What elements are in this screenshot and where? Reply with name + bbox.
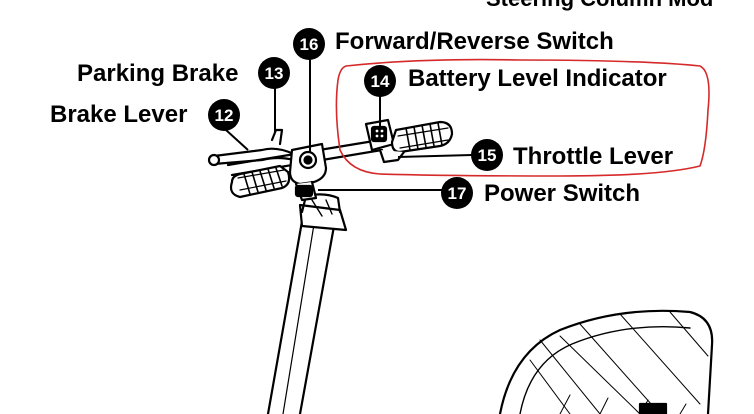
callout-14-badge xyxy=(364,65,396,97)
callout-14-number: 14 xyxy=(371,72,390,91)
steering-column xyxy=(266,208,338,414)
left-grip xyxy=(229,164,291,199)
column-collar xyxy=(298,203,348,232)
right-grip xyxy=(390,120,454,154)
highlight-loop xyxy=(335,58,710,177)
leader-lines xyxy=(225,58,473,191)
callout-14: 14 Battery Level Indicator xyxy=(364,65,667,97)
callout-15-badge xyxy=(471,139,503,171)
callout-12: Brake Lever 12 xyxy=(50,99,240,131)
callout-17-badge xyxy=(441,177,473,209)
right-control-pod xyxy=(364,118,396,152)
callout-17-number: 17 xyxy=(448,184,467,203)
callout-13: Parking Brake 13 xyxy=(77,57,290,89)
callout-16: 16 Forward/Reverse Switch xyxy=(293,28,614,60)
callout-12-label: Brake Lever xyxy=(50,101,187,128)
callout-12-number: 12 xyxy=(215,106,234,125)
callout-13-number: 13 xyxy=(265,64,284,83)
parking-brake-tab xyxy=(270,128,284,146)
seat-outline xyxy=(498,309,714,414)
callout-16-number: 16 xyxy=(300,35,319,54)
left-control-pod xyxy=(288,142,328,202)
callout-12-badge xyxy=(208,99,240,131)
callout-17: 17 Power Switch xyxy=(441,177,640,209)
callout-13-badge xyxy=(258,57,290,89)
callout-16-badge xyxy=(293,28,325,60)
callout-16-label: Forward/Reverse Switch xyxy=(335,28,614,55)
callout-15-number: 15 xyxy=(478,146,497,165)
partial-header-text: Steering Column Mod xyxy=(486,0,713,11)
scooter-illustration xyxy=(207,118,714,414)
callout-15-label: Throttle Lever xyxy=(513,143,673,170)
callout-14-label: Battery Level Indicator xyxy=(408,65,667,92)
callout-17-label: Power Switch xyxy=(484,180,640,207)
callout-13-label: Parking Brake xyxy=(77,60,238,87)
callout-15: 15 Throttle Lever xyxy=(471,139,673,171)
